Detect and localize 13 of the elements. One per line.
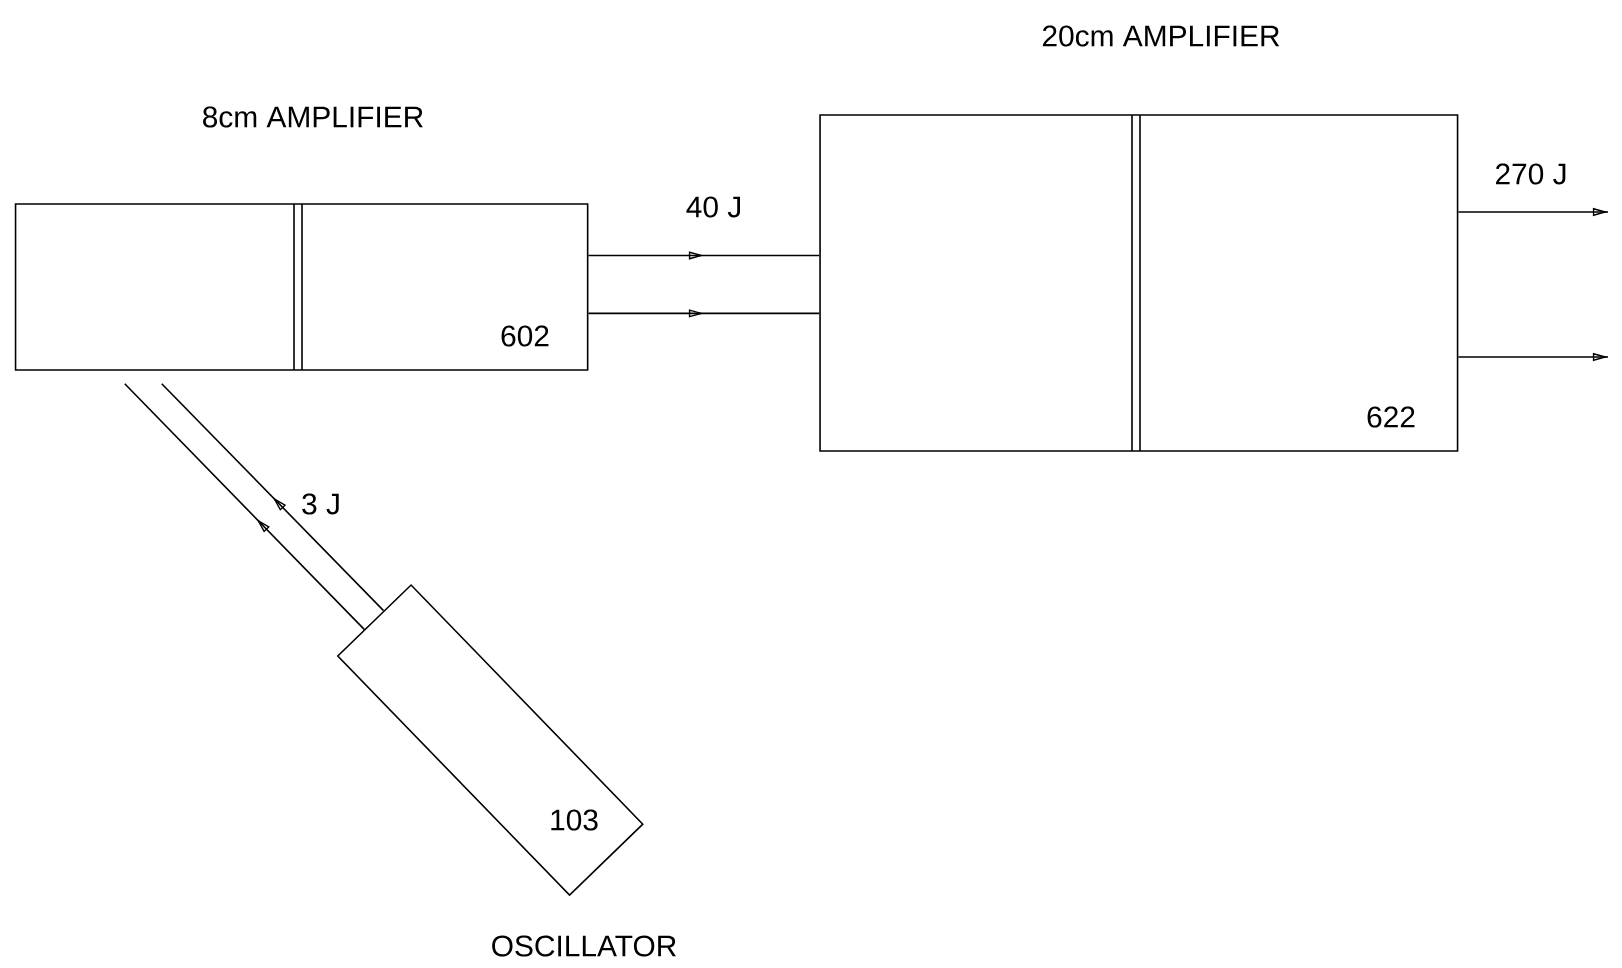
reference-number: 602	[501, 325, 549, 347]
edge-label: 40 J	[683, 194, 745, 220]
reference-number: 103	[551, 809, 598, 831]
beam-arrow	[587, 251, 821, 260]
beam-arrow	[123, 383, 365, 631]
box-heading: OSCILLATOR	[492, 935, 676, 957]
box-heading: 20cm AMPLIFIER	[1042, 25, 1280, 47]
edge-label: 3 J	[299, 491, 343, 517]
edge-label: 270 J	[1492, 161, 1570, 187]
box-heading: 8cm AMPLIFIER	[203, 106, 423, 128]
beam-arrow	[587, 309, 821, 318]
reference-number: 622	[1367, 406, 1415, 428]
beam-arrow	[160, 383, 385, 612]
